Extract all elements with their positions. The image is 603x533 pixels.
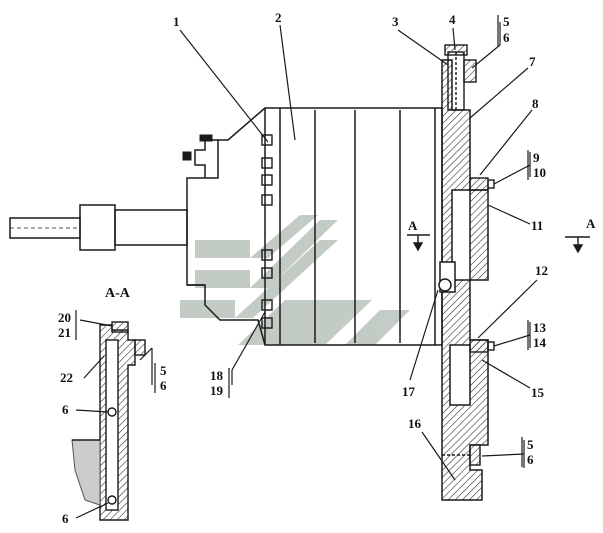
- section-detail-A-A: [71, 321, 146, 521]
- callout-9: 9: [533, 150, 540, 165]
- callout-4: 4: [449, 12, 456, 27]
- callout-16: 16: [408, 416, 422, 431]
- callout-1: 1: [173, 14, 180, 29]
- section-marker-left: A: [408, 218, 418, 233]
- callout-15: 15: [531, 385, 545, 400]
- callout-5-bottom: 5: [527, 437, 534, 452]
- callout-11: 11: [531, 218, 543, 233]
- callout-19: 19: [210, 383, 224, 398]
- callout-14: 14: [533, 335, 547, 350]
- section-marker-right: A: [586, 216, 596, 231]
- housing-fittings: [182, 134, 273, 329]
- watermark-logo: [180, 215, 410, 345]
- mounting-flange: [438, 59, 489, 501]
- callout-5-section: 5: [160, 363, 167, 378]
- callout-6-section-low: 6: [62, 511, 69, 526]
- callout-17: 17: [402, 384, 416, 399]
- callout-6-bottom: 6: [527, 452, 534, 467]
- callout-12: 12: [535, 263, 548, 278]
- top-bolt-assembly: [444, 44, 477, 111]
- callout-7: 7: [529, 54, 536, 69]
- callout-6-top: 6: [503, 30, 510, 45]
- callout-8: 8: [532, 96, 539, 111]
- flange-bolts: [442, 177, 495, 466]
- callout-6-section: 6: [160, 378, 167, 393]
- gear-housing: [186, 107, 443, 346]
- callout-separators: [75, 15, 529, 467]
- callout-13: 13: [533, 320, 547, 335]
- callout-2: 2: [275, 10, 282, 25]
- drive-shaft: [9, 204, 188, 251]
- section-label: A-A: [105, 286, 131, 301]
- section-markers: [407, 234, 590, 254]
- callout-22: 22: [60, 370, 73, 385]
- callout-21: 21: [58, 325, 71, 340]
- callout-6-section-mid: 6: [62, 402, 69, 417]
- callout-labels: 1 2 3 4 5 6 7 8 9 10 11 12 13 14 15 16 5…: [58, 10, 548, 526]
- callout-3: 3: [392, 14, 399, 29]
- callout-10: 10: [533, 165, 546, 180]
- callout-18: 18: [210, 368, 224, 383]
- callout-5-top: 5: [503, 14, 510, 29]
- callout-20: 20: [58, 310, 71, 325]
- leader-lines: [75, 22, 538, 519]
